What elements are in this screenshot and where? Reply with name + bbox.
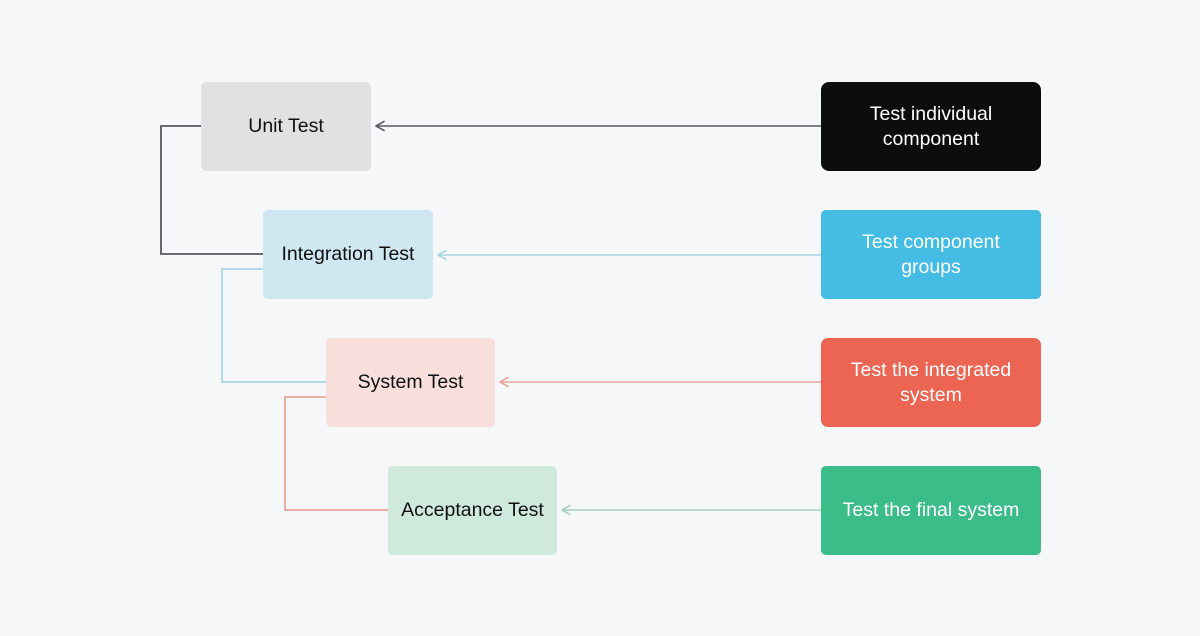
node-integration-test[interactable]: Integration Test	[263, 210, 433, 299]
node-test-individual-component[interactable]: Test individual component	[821, 82, 1041, 171]
node-test-the-final-system[interactable]: Test the final system	[821, 466, 1041, 555]
node-acceptance-test[interactable]: Acceptance Test	[388, 466, 557, 555]
edge-desc-unit-to-unit	[375, 120, 821, 132]
edge-desc-integration-to-integration	[437, 249, 821, 261]
edge-unit-to-integration	[160, 125, 263, 255]
node-test-component-groups[interactable]: Test component groups	[821, 210, 1041, 299]
edge-system-to-acceptance	[284, 396, 388, 511]
node-system-test[interactable]: System Test	[326, 338, 495, 427]
edge-desc-acceptance-to-acceptance	[561, 504, 821, 516]
node-unit-test[interactable]: Unit Test	[201, 82, 371, 171]
node-test-the-integrated-system[interactable]: Test the integrated system	[821, 338, 1041, 427]
edge-integration-to-system	[221, 268, 326, 383]
edge-desc-system-to-system	[499, 376, 821, 388]
